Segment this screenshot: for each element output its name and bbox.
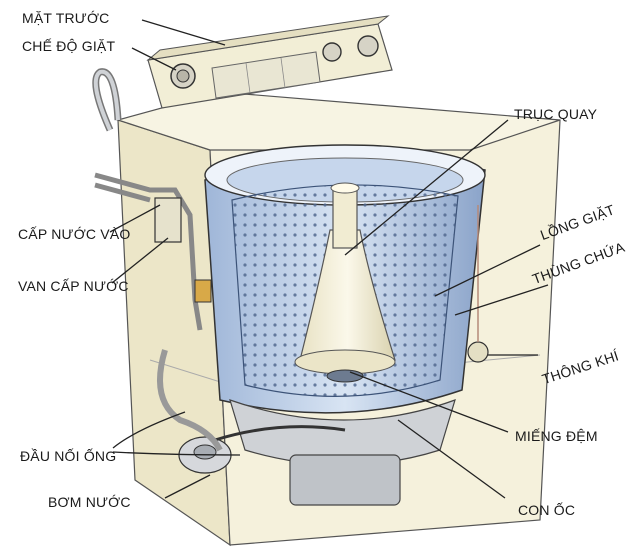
agitator — [294, 182, 396, 383]
leader-water-pump — [164, 474, 211, 499]
base-machinery — [178, 399, 456, 506]
leader-water-inlet — [109, 204, 161, 233]
leader-nut — [397, 419, 506, 499]
leader-wash-basket — [434, 244, 541, 297]
leader-lines — [109, 19, 549, 499]
display-panel — [211, 51, 321, 99]
inlet-hose — [94, 172, 203, 331]
leader-gasket — [349, 371, 509, 433]
leader-outer-tub — [454, 284, 549, 316]
drive-shaft — [332, 187, 358, 249]
control-console — [146, 15, 393, 109]
label-wash-mode: CHẾ ĐỘ GIẶT — [22, 38, 116, 54]
label-front-panel: MẶT TRƯỚC — [22, 10, 110, 26]
hoses — [92, 68, 489, 452]
leader-inlet-valve — [111, 237, 169, 284]
leader-wash-mode — [131, 47, 177, 71]
label-gasket: MIẾNG ĐỆM — [515, 428, 598, 444]
inlet-valve — [194, 279, 212, 303]
knob-right-1 — [322, 42, 342, 62]
label-water-inlet: CẤP NƯỚC VÀO — [18, 226, 131, 242]
air-vent-part — [467, 341, 489, 363]
pump-hose — [157, 349, 223, 452]
label-water-pump: BƠM NƯỚC — [48, 494, 131, 510]
leader-drive-shaft — [344, 119, 509, 256]
leader-hose-connector — [112, 411, 241, 456]
label-nut: CON ỐC — [518, 502, 576, 518]
label-inlet-valve: VAN CẤP NƯỚC — [18, 278, 129, 294]
label-hose-connector: ĐẦU NỐI ỐNG — [20, 448, 117, 464]
console-top — [146, 15, 390, 61]
knob-right-2 — [357, 35, 379, 57]
leader-front-panel — [141, 19, 226, 46]
motor — [289, 454, 401, 506]
label-drive-shaft: TRỤC QUAY — [514, 106, 598, 122]
water-inlet-box — [154, 197, 182, 243]
